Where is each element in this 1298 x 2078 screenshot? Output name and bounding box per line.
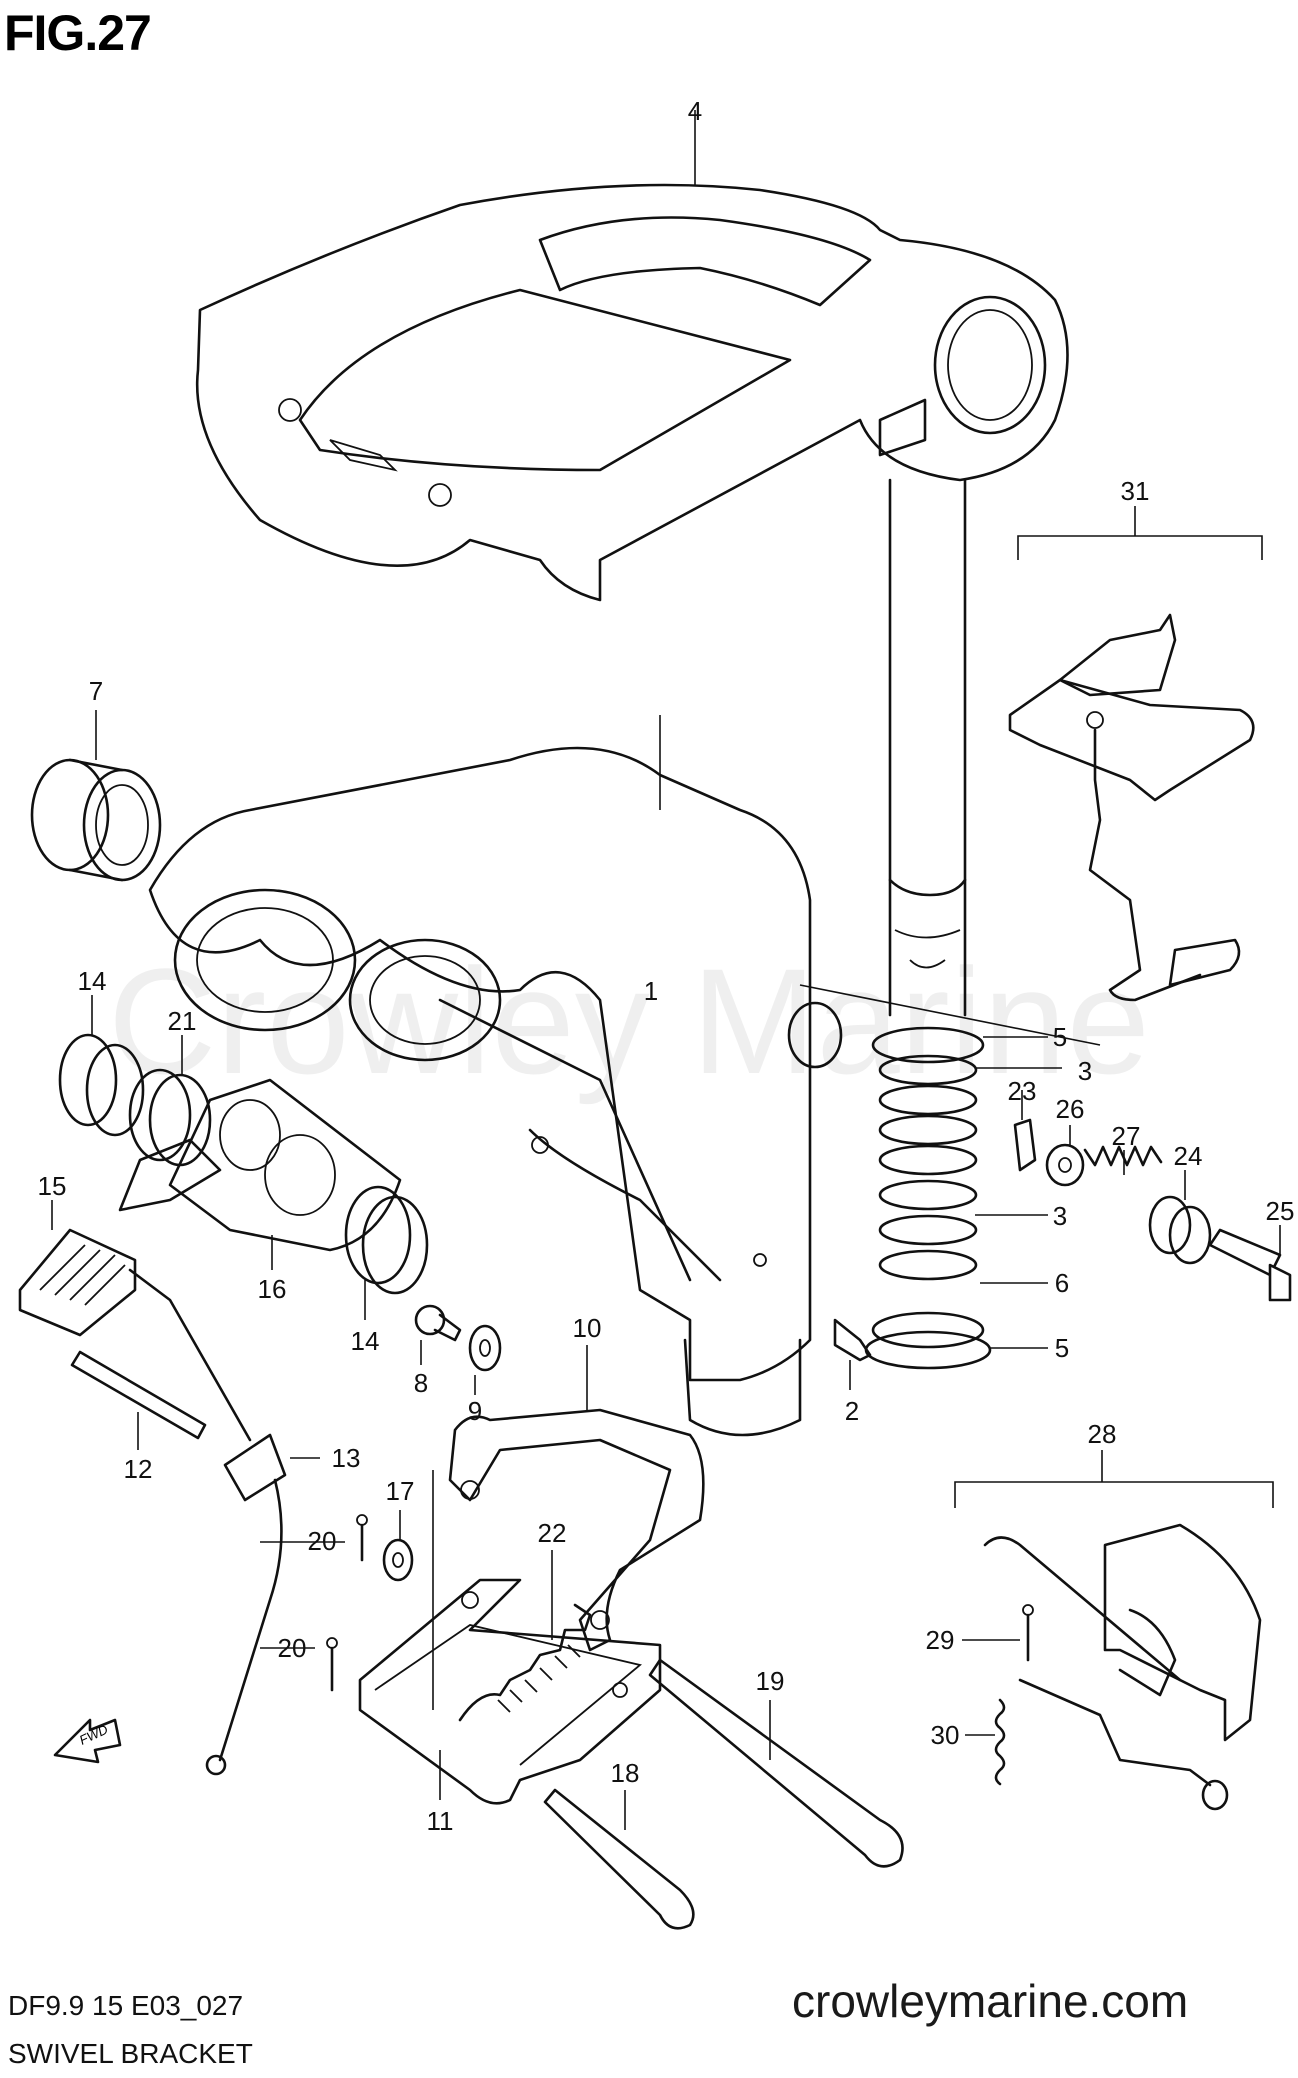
label-24: 24 [1174, 1141, 1203, 1171]
label-4: 4 [688, 96, 702, 126]
label-27: 27 [1112, 1121, 1141, 1151]
label-13: 13 [332, 1443, 361, 1473]
label-26: 26 [1056, 1094, 1085, 1124]
label-12: 12 [124, 1454, 153, 1484]
part-4-swivel-arm [195, 110, 1069, 602]
label-1: 1 [644, 976, 658, 1006]
part-13-lever [128, 1268, 320, 1776]
steering-shaft [888, 478, 967, 1017]
part-2-grease-nipple [833, 1318, 872, 1390]
part-10-tilt-lever [448, 1345, 705, 1652]
label-25: 25 [1266, 1196, 1295, 1226]
label-2: 2 [845, 1396, 859, 1426]
part-17-washer [382, 1510, 414, 1582]
part-31-sender-assembly [799, 506, 1263, 1046]
label-14-left: 14 [78, 966, 107, 996]
part-26-washer [1045, 1125, 1085, 1187]
label-3-lower: 3 [1053, 1201, 1067, 1231]
part-30-spring [994, 1698, 1006, 1786]
label-28: 28 [1088, 1419, 1117, 1449]
part-1-swivel-bracket [148, 715, 843, 1437]
website-link[interactable]: crowleymarine.com [792, 1975, 1189, 2027]
label-29: 29 [926, 1625, 955, 1655]
label-14-right: 14 [351, 1326, 380, 1356]
part-12-pin [70, 1350, 207, 1450]
part-19-shaft [648, 1658, 904, 1868]
part-18-pin [543, 1788, 695, 1930]
part-8-bolt [414, 1304, 462, 1365]
label-22: 22 [538, 1518, 567, 1548]
part-29-pin [1022, 1604, 1034, 1662]
label-31: 31 [1121, 476, 1150, 506]
label-5-upper: 5 [1053, 1022, 1067, 1052]
label-5-lower: 5 [1055, 1333, 1069, 1363]
part-28-tilt-bracket [954, 1450, 1274, 1811]
label-17: 17 [386, 1476, 415, 1506]
part-20-cotter-pin-upper [356, 1514, 368, 1562]
label-20-upper: 20 [308, 1526, 337, 1556]
diagram-code: DF9.9 15 E03_027 [8, 1990, 244, 2021]
part-22-spring [458, 1550, 592, 1722]
figure-title: FIG.27 [4, 5, 152, 61]
part-11-tilt-plate [358, 1470, 662, 1805]
label-21: 21 [168, 1006, 197, 1036]
label-23: 23 [1008, 1076, 1037, 1106]
part-27-spring [1083, 1145, 1163, 1175]
label-15: 15 [38, 1171, 67, 1201]
part-15-pad [18, 1138, 222, 1337]
label-30: 30 [931, 1720, 960, 1750]
part-9-washer [468, 1324, 502, 1395]
label-10: 10 [573, 1313, 602, 1343]
label-20-lower: 20 [278, 1633, 307, 1663]
label-18: 18 [611, 1758, 640, 1788]
label-11: 11 [427, 1806, 454, 1836]
label-6: 6 [1055, 1268, 1069, 1298]
label-3-upper: 3 [1078, 1056, 1092, 1086]
diagram-subtitle: SWIVEL BRACKET [8, 2038, 253, 2069]
part-7-bushing [30, 710, 162, 882]
part-labels: 1 2 3 3 4 5 5 6 7 8 9 10 11 12 13 14 14 … [38, 96, 1295, 1836]
part-25-bolt [1208, 1225, 1292, 1302]
part-14-bushing-left [58, 995, 145, 1137]
label-16: 16 [258, 1274, 287, 1304]
part-14-bushing-right [344, 1185, 429, 1320]
label-7: 7 [89, 676, 103, 706]
label-19: 19 [756, 1666, 785, 1696]
part-16-plate [168, 1078, 402, 1270]
part-20-cotter-pin-lower [326, 1637, 338, 1692]
label-9: 9 [468, 1396, 482, 1426]
fwd-arrow-icon: FWD [53, 1718, 122, 1764]
leader-lines [260, 1036, 1062, 1736]
part-3-springs [864, 1026, 992, 1370]
label-8: 8 [414, 1368, 428, 1398]
part-24-knob [1148, 1170, 1212, 1265]
part-23-plate [1013, 1090, 1037, 1172]
